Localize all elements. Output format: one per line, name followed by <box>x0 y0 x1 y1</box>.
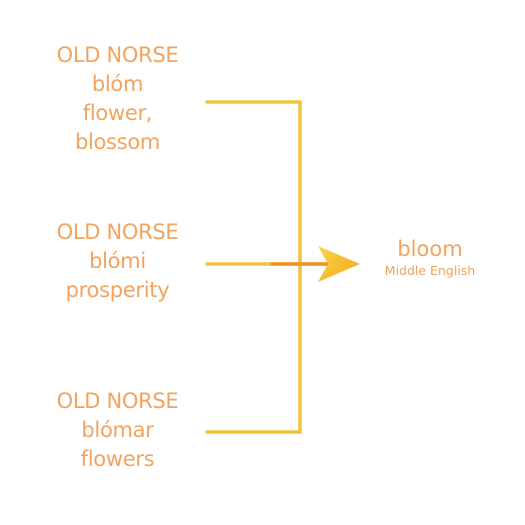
source-language: OLD NORSE <box>56 220 179 244</box>
source-etymon-2: OLD NORSE blómi prosperity <box>20 218 215 305</box>
merge-bracket <box>205 100 302 434</box>
source-meaning-line: prosperity <box>65 278 170 302</box>
source-meaning-line: blossom <box>74 130 161 154</box>
source-word: blómi <box>89 249 146 273</box>
source-etymon-1: OLD NORSE blóm flower, blossom <box>20 41 215 157</box>
source-word: blómar <box>81 418 154 442</box>
source-meaning-line: flower, <box>82 101 153 125</box>
target-language: Middle English <box>384 263 476 278</box>
source-meaning-line: flowers <box>80 447 155 471</box>
target-word-block: bloom Middle English <box>355 236 505 280</box>
derivation-arrow <box>270 246 360 282</box>
source-etymon-3: OLD NORSE blómar flowers <box>20 387 215 474</box>
source-word: blóm <box>91 72 144 96</box>
source-language: OLD NORSE <box>56 389 179 413</box>
target-word: bloom <box>397 237 463 261</box>
source-language: OLD NORSE <box>56 43 179 67</box>
arrow-head-icon <box>318 246 360 282</box>
